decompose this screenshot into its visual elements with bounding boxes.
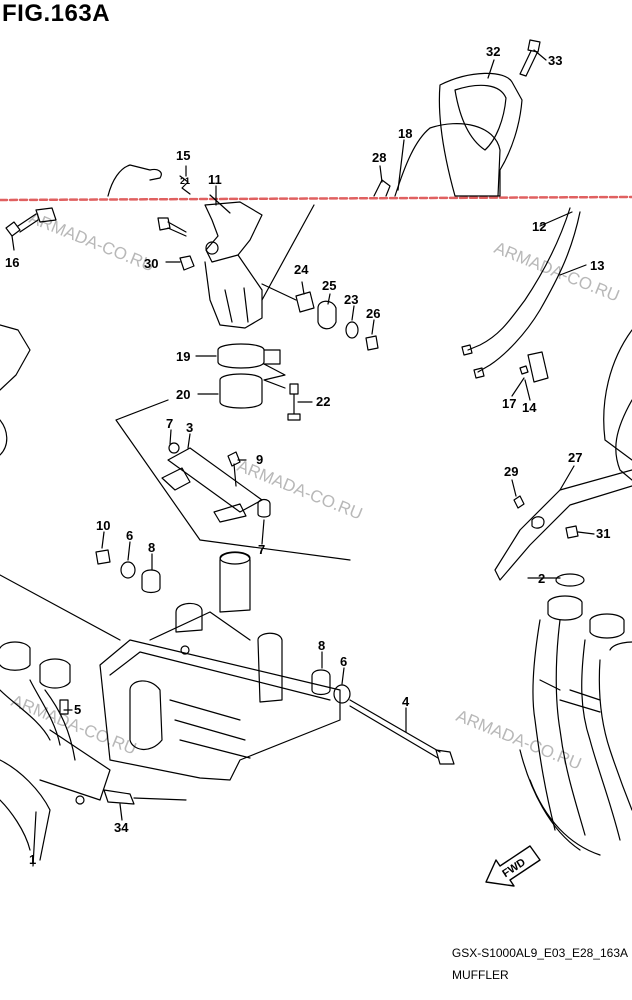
- callout-21: 21: [180, 176, 190, 186]
- watermark-text: ARMADA-CO.RU: [454, 706, 585, 774]
- nut-part: [179, 255, 195, 271]
- callout-17: 17: [502, 396, 516, 411]
- callout-13: 13: [590, 258, 604, 273]
- callout-7b: 7: [258, 542, 265, 557]
- callout-6a: 6: [126, 528, 133, 543]
- callout-24: 24: [294, 262, 309, 277]
- callout-26: 26: [366, 306, 380, 321]
- muffler-body: [75, 551, 341, 805]
- mounting-bracket: [115, 399, 351, 561]
- callout-27: 27: [568, 450, 582, 465]
- callout-19: 19: [176, 349, 190, 364]
- callout-30: 30: [144, 256, 158, 271]
- callout-9: 9: [256, 452, 263, 467]
- fwd-direction-arrow: FWD: [485, 845, 541, 887]
- header-pipes-left: [0, 641, 111, 861]
- watermark-text: ARMADA-CO.RU: [27, 208, 158, 276]
- bolt-part: [157, 217, 187, 237]
- callout-12: 12: [532, 219, 546, 234]
- oxygen-sensor: [103, 789, 187, 805]
- callout-29: 29: [504, 464, 518, 479]
- callout-14: 14: [522, 400, 537, 415]
- left-edge-part: [0, 324, 121, 641]
- callout-10: 10: [96, 518, 110, 533]
- callout-4: 4: [402, 694, 410, 709]
- callout-2: 2: [538, 571, 545, 586]
- small-hardware: [95, 549, 351, 704]
- callout-25: 25: [322, 278, 336, 293]
- gasket-part: [555, 573, 585, 587]
- callout-7a: 7: [166, 416, 173, 431]
- callout-labels: 1 2 3 4 5 6 6 7 7 8 8 9 10 11 12 13 14 1…: [5, 44, 610, 867]
- callout-6b: 6: [340, 654, 347, 669]
- callout-22: 22: [316, 394, 330, 409]
- callout-31: 31: [596, 526, 610, 541]
- callout-28: 28: [372, 150, 386, 165]
- callout-16: 16: [5, 255, 19, 270]
- callout-15: 15: [176, 148, 190, 163]
- part-code-label: GSX-S1000AL9_E03_E28_163A: [451, 946, 628, 960]
- callout-20: 20: [176, 387, 190, 402]
- leader-lines: [11, 49, 595, 867]
- long-bolt-part: [349, 699, 455, 765]
- callout-3: 3: [186, 420, 193, 435]
- header-pipes-right: [519, 595, 632, 856]
- side-panel-part: [494, 329, 632, 581]
- callout-8b: 8: [318, 638, 325, 653]
- exhaust-cover-part: [373, 72, 523, 197]
- bracket-part: [107, 164, 263, 329]
- callout-23: 23: [344, 292, 358, 307]
- callout-33: 33: [548, 53, 562, 68]
- section-name-label: MUFFLER: [452, 968, 509, 982]
- fastener-stack: [261, 283, 379, 351]
- bolt-part: [5, 207, 57, 237]
- callout-5: 5: [74, 702, 81, 717]
- cable-part: [461, 207, 581, 383]
- callout-34: 34: [114, 820, 129, 835]
- figure-title: FIG.163A: [2, 0, 111, 27]
- bolt-part: [519, 39, 541, 77]
- callout-1: 1: [29, 852, 36, 867]
- callout-8a: 8: [148, 540, 155, 555]
- callout-32: 32: [486, 44, 500, 59]
- callout-11: 11: [208, 172, 222, 187]
- callout-18: 18: [398, 126, 412, 141]
- clamp-part: [217, 343, 301, 421]
- watermark-text: ARMADA-CO.RU: [235, 456, 366, 524]
- scan-line: [0, 195, 632, 202]
